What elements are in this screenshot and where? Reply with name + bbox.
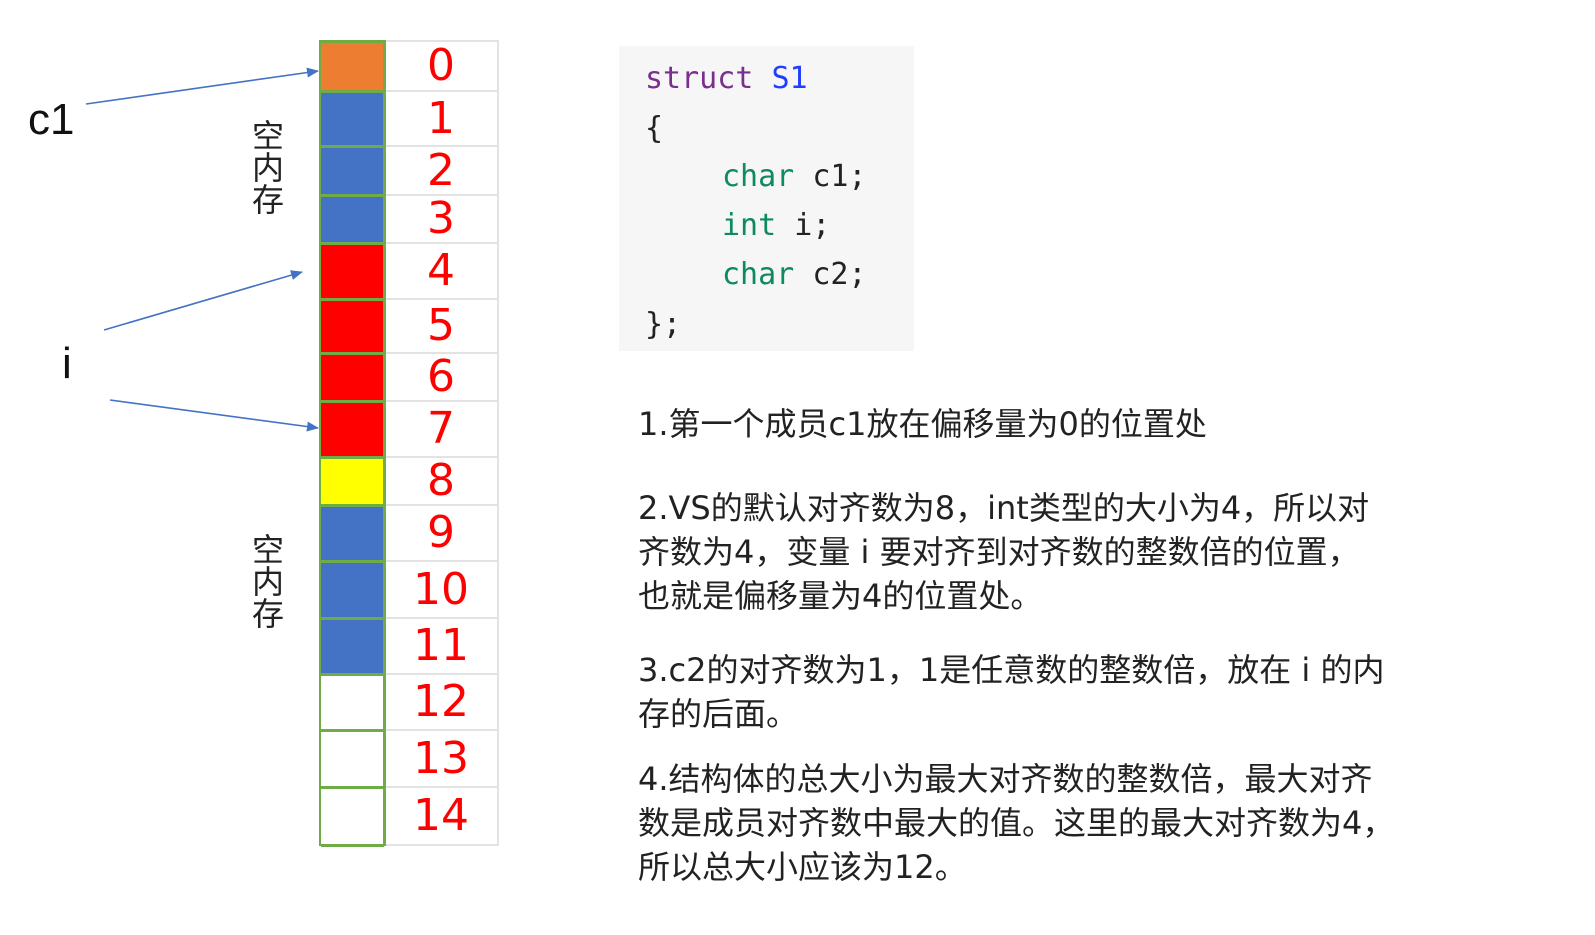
member-name: c2;	[812, 257, 867, 292]
memory-byte-cell	[321, 673, 384, 729]
byte-offset-label: 0	[385, 40, 499, 90]
memory-byte-cell	[321, 145, 384, 194]
code-close-brace: };	[645, 307, 682, 342]
memory-byte-cell	[321, 456, 384, 504]
explanation-line: 1.第一个成员c1放在偏移量为0的位置处	[638, 405, 1207, 443]
memory-byte-cell	[321, 194, 384, 242]
variable-label-c1: c1	[28, 95, 75, 144]
byte-offset-label: 13	[385, 729, 499, 786]
memory-byte-cell	[321, 560, 384, 617]
byte-offset-label: 4	[385, 242, 499, 298]
code-line-struct: struct S1	[645, 64, 808, 94]
byte-offset-label: 14	[385, 786, 499, 846]
explanation-step-4: 4.结构体的总大小为最大对齐数的整数倍，最大对齐 数是成员对齐数中最大的值。这里…	[638, 757, 1538, 889]
byte-offset-label: 6	[385, 352, 499, 400]
memory-byte-cell	[321, 40, 384, 90]
explanation-step-3: 3.c2的对齐数为1，1是任意数的整数倍，放在 i 的内 存的后面。	[638, 648, 1538, 736]
explanation-line: 3.c2的对齐数为1，1是任意数的整数倍，放在 i 的内	[638, 651, 1385, 689]
byte-offset-label: 10	[385, 560, 499, 617]
code-member-c2: char c2;	[722, 260, 867, 290]
byte-offset-label: 11	[385, 617, 499, 673]
struct-name: S1	[771, 61, 808, 96]
explanation-step-1: 1.第一个成员c1放在偏移量为0的位置处	[638, 402, 1538, 446]
arrow-i-to-cell-7	[109, 399, 319, 432]
explanation-line: 数是成员对齐数中最大的值。这里的最大对齐数为4，	[638, 804, 1395, 842]
byte-offset-label: 3	[385, 194, 499, 242]
memory-byte-cell	[321, 90, 384, 145]
explanation-line: 也就是偏移量为4的位置处。	[638, 577, 1043, 615]
memory-byte-cell	[321, 786, 384, 847]
byte-offset-label: 12	[385, 673, 499, 729]
memory-byte-cell	[321, 729, 384, 786]
explanation-line: 存的后面。	[638, 695, 799, 733]
memory-byte-cell	[321, 298, 384, 352]
byte-offset-label: 2	[385, 145, 499, 194]
member-type: char	[722, 257, 795, 292]
code-open-brace: {	[645, 111, 664, 146]
code-member-i: int i;	[722, 211, 830, 241]
memory-byte-cell	[321, 242, 384, 298]
code-member-c1: char c1;	[722, 162, 867, 192]
byte-offset-label: 9	[385, 504, 499, 560]
member-name: c1;	[812, 159, 867, 194]
memory-byte-cell	[321, 617, 384, 673]
padding-label-top: 空内存	[247, 119, 285, 215]
struct-keyword: struct	[645, 61, 754, 96]
byte-offset-label: 8	[385, 456, 499, 504]
arrow-i-to-cell-4	[103, 270, 303, 331]
byte-offset-label: 7	[385, 400, 499, 456]
memory-column-right-border	[383, 40, 386, 846]
memory-byte-cell	[321, 504, 384, 560]
explanation-line: 4.结构体的总大小为最大对齐数的整数倍，最大对齐	[638, 760, 1373, 798]
explanation-line: 所以总大小应该为12。	[638, 848, 967, 886]
variable-label-i: i	[62, 339, 72, 388]
explanation-step-2: 2.VS的默认对齐数为8，int类型的大小为4，所以对 齐数为4，变量 i 要对…	[638, 486, 1538, 618]
byte-offset-label: 5	[385, 298, 499, 352]
member-type: char	[722, 159, 795, 194]
padding-label-bottom: 空内存	[247, 533, 285, 629]
memory-byte-cell	[321, 352, 384, 400]
struct-code-block: struct S1 { char c1; int i; char c2; };	[619, 46, 914, 351]
explanation-line: 2.VS的默认对齐数为8，int类型的大小为4，所以对	[638, 489, 1370, 527]
memory-byte-cell	[321, 400, 384, 456]
explanation-line: 齐数为4，变量 i 要对齐到对齐数的整数倍的位置，	[638, 533, 1360, 571]
arrow-c1-to-cell-0	[85, 67, 319, 105]
member-type: int	[722, 208, 777, 243]
memory-column-left-border	[319, 40, 322, 846]
byte-offset-label: 1	[385, 90, 499, 145]
member-name: i;	[794, 208, 831, 243]
